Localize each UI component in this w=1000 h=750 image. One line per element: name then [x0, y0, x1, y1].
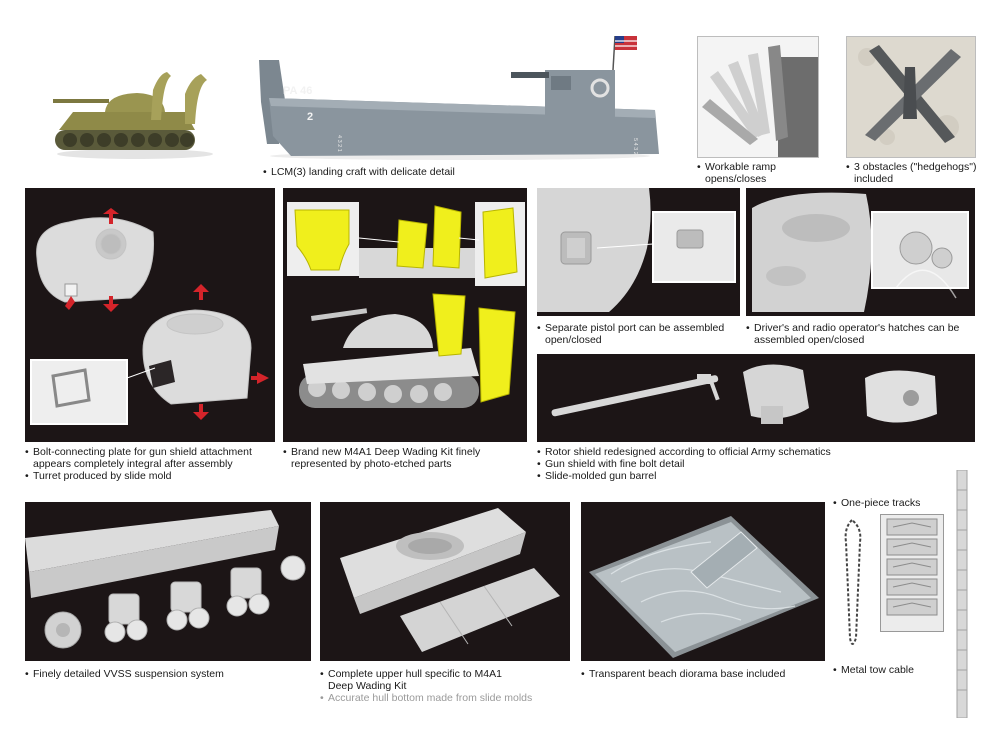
caption-line: Brand new M4A1 Deep Wading Kit finely [283, 446, 480, 458]
upper-hull-panel [320, 502, 570, 661]
caption-turret: Bolt-connecting plate for gun shield att… [25, 446, 252, 482]
hull-numbers-right: 5 4 3 2 [632, 138, 638, 155]
caption-pistol-port: Separate pistol port can be assembled op… [537, 322, 724, 346]
caption-line: Separate pistol port can be assembled [537, 322, 724, 334]
pistol-port-panel [537, 188, 740, 316]
track-detail-image [880, 514, 944, 632]
olive-tank-image [45, 68, 220, 163]
caption-line: Gun shield with fine bolt detail [537, 458, 831, 470]
caption-line: Transparent beach diorama base included [581, 668, 785, 680]
caption-line: LCM(3) landing craft with delicate detai… [263, 166, 455, 178]
caption-hatches: Driver's and radio operator's hatches ca… [746, 322, 959, 346]
ramp-photo [697, 36, 819, 158]
caption-landing-craft: LCM(3) landing craft with delicate detai… [263, 166, 455, 178]
turret-panel [25, 188, 275, 442]
caption-line: Metal tow cable [833, 664, 914, 676]
caption-line: Workable ramp [697, 161, 776, 173]
wading-kit-panel [283, 188, 527, 442]
caption-line: opens/closes [705, 173, 767, 185]
suspension-panel [25, 502, 311, 661]
boat-number: 2 [307, 111, 313, 123]
hedgehog-photo [846, 36, 976, 158]
caption-rotor-shield: Rotor shield redesigned according to off… [537, 446, 831, 482]
caption-line: Driver's and radio operator's hatches ca… [746, 322, 959, 334]
caption-line: open/closed [545, 334, 602, 346]
caption-diorama-base: Transparent beach diorama base included [581, 668, 785, 680]
landing-craft-image: PA 46 2 4 3 2 1 5 4 3 2 [255, 32, 665, 162]
tow-cable-image [838, 518, 868, 658]
caption-suspension: Finely detailed VVSS suspension system [25, 668, 224, 680]
hull-numbers-left: 4 3 2 1 [336, 135, 342, 152]
caption-line: Complete upper hull specific to M4A1 [320, 668, 532, 680]
caption-line: Accurate hull bottom made from slide mol… [320, 692, 532, 704]
diorama-base-panel [581, 502, 825, 661]
caption-tracks: One-piece tracks [833, 497, 920, 509]
caption-line: Finely detailed VVSS suspension system [25, 668, 224, 680]
boat-marking: PA 46 [283, 85, 312, 97]
caption-line: included [854, 173, 894, 185]
caption-line: Turret produced by slide mold [25, 470, 252, 482]
caption-line: One-piece tracks [833, 497, 920, 509]
caption-tow-cable: Metal tow cable [833, 664, 914, 676]
caption-line: appears completely integral after assemb… [33, 458, 233, 470]
caption-line: Bolt-connecting plate for gun shield att… [25, 446, 252, 458]
caption-wading-kit: Brand new M4A1 Deep Wading Kit finely re… [283, 446, 480, 470]
caption-upper-hull: Complete upper hull specific to M4A1 Dee… [320, 668, 532, 704]
rotor-shield-panel [537, 354, 975, 442]
caption-hedgehogs: 3 obstacles ("hedgehogs") included [846, 161, 976, 185]
hatches-panel [746, 188, 975, 316]
caption-line: Rotor shield redesigned according to off… [537, 446, 831, 458]
caption-line: assembled open/closed [754, 334, 865, 346]
caption-line: Deep Wading Kit [328, 680, 407, 692]
caption-line: Slide-molded gun barrel [537, 470, 831, 482]
caption-line: 3 obstacles ("hedgehogs") [846, 161, 976, 173]
track-strip-image [955, 470, 969, 718]
caption-ramp: Workable ramp opens/closes [697, 161, 776, 185]
caption-line: represented by photo-etched parts [291, 458, 452, 470]
